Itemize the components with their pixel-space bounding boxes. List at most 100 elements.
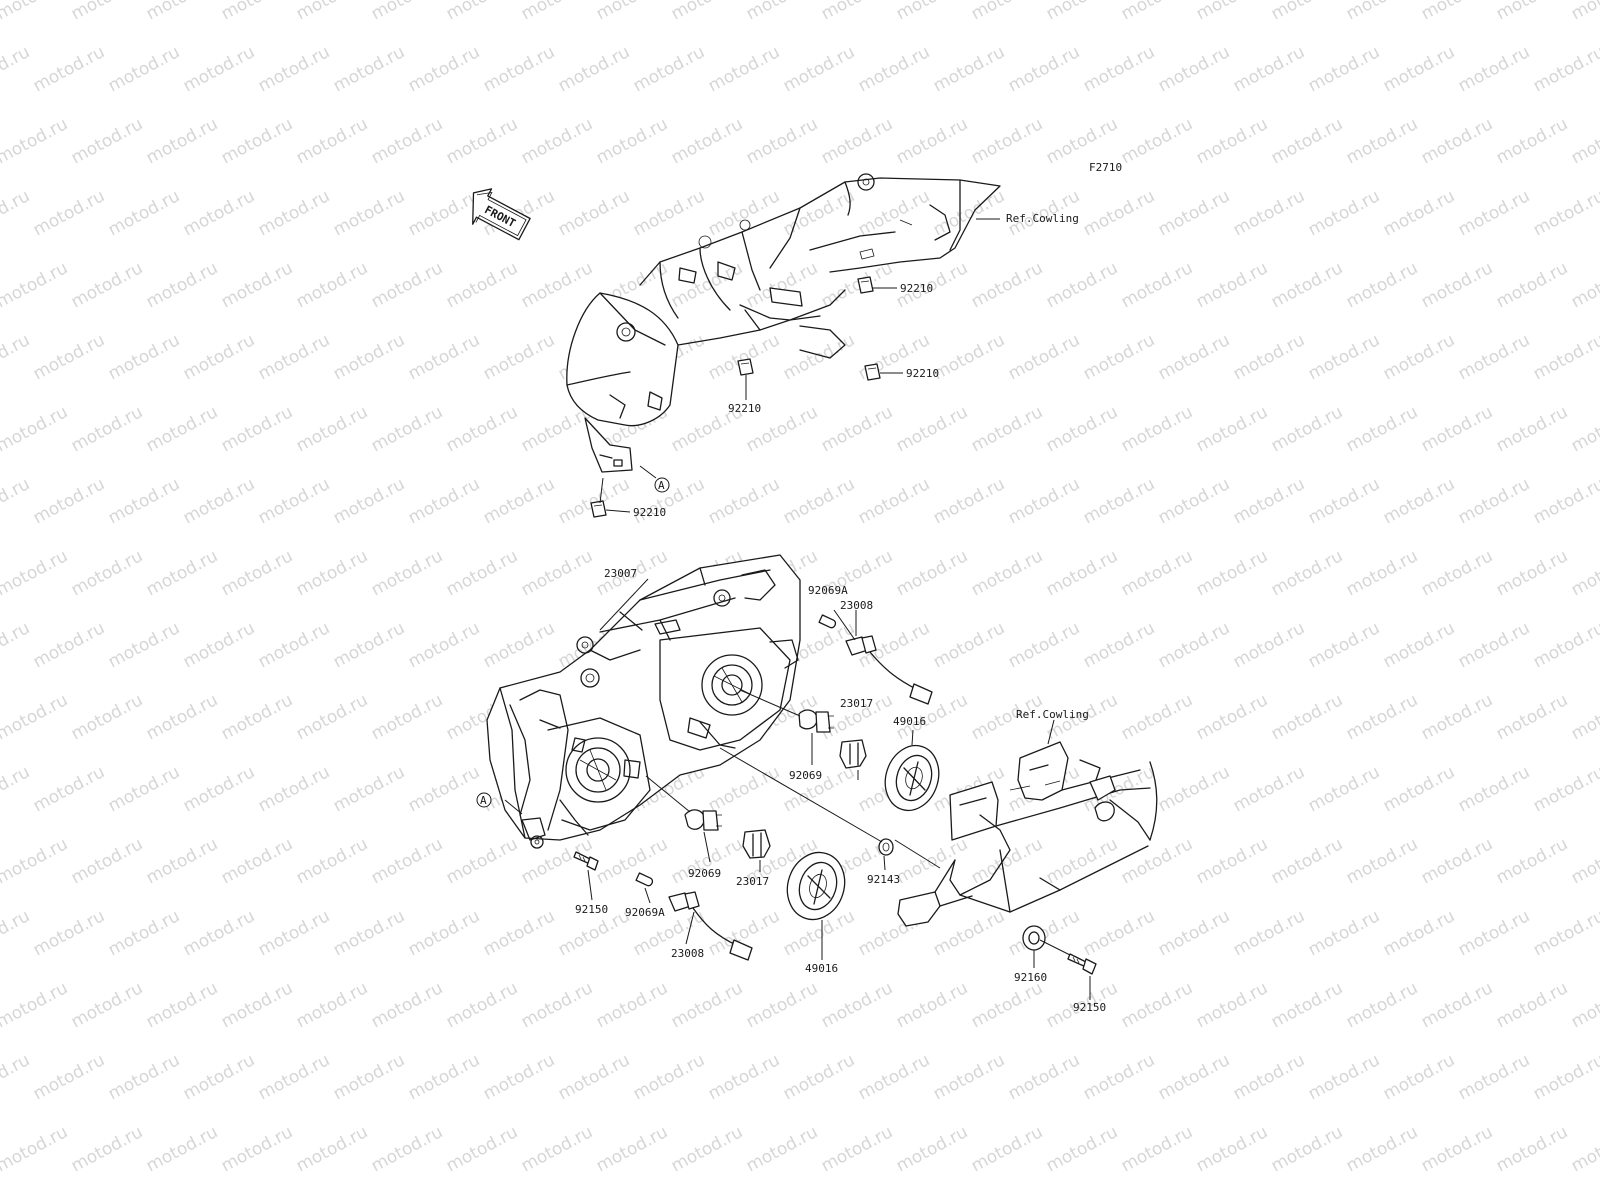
watermark-text: motod.ru	[593, 978, 671, 1032]
watermark-text: motod.ru	[780, 330, 858, 384]
watermark-text: motod.ru	[180, 42, 258, 96]
watermark-text: motod.ru	[1268, 978, 1346, 1032]
watermark-text: motod.ru	[1530, 906, 1600, 960]
watermark-text: motod.ru	[593, 0, 671, 24]
watermark-text: motod.ru	[30, 474, 108, 528]
watermark-text: motod.ru	[668, 1122, 746, 1176]
watermark-text: motod.ru	[405, 618, 483, 672]
watermark-text: motod.ru	[143, 114, 221, 168]
watermark-text: motod.ru	[1118, 1122, 1196, 1176]
watermark-text: motod.ru	[443, 834, 521, 888]
watermark-text: motod.ru	[780, 42, 858, 96]
watermark-text: motod.ru	[518, 546, 596, 600]
watermark-text: motod.ru	[705, 1050, 783, 1104]
watermark-text: motod.ru	[1230, 1050, 1308, 1104]
label-92069-top: 92069	[789, 769, 822, 782]
screw-92150-left-icon	[573, 851, 599, 871]
clip-nut-92210-b-icon	[864, 363, 881, 381]
watermark-text: motod.ru	[1005, 474, 1083, 528]
watermark-text: motod.ru	[1305, 618, 1383, 672]
watermark-text: motod.ru	[1155, 42, 1233, 96]
label-23017-bottom: 23017	[736, 875, 769, 888]
watermark-text: motod.ru	[1568, 834, 1600, 888]
watermark-text: motod.ru	[143, 1122, 221, 1176]
watermark-text: motod.ru	[593, 1122, 671, 1176]
watermark-text: motod.ru	[68, 114, 146, 168]
watermark-text: motod.ru	[893, 1122, 971, 1176]
watermark-text: motod.ru	[1455, 1050, 1533, 1104]
watermark-text: motod.ru	[180, 474, 258, 528]
watermark-text: motod.ru	[555, 186, 633, 240]
watermark-text: motod.ru	[143, 690, 221, 744]
watermark-text: motod.ru	[368, 0, 446, 24]
bulb-socket-23017-bottom-icon	[742, 829, 771, 859]
label-92210-d: 92210	[633, 506, 666, 519]
label-92069a-top: 92069A	[808, 584, 848, 597]
figure-code: F2710	[1089, 161, 1122, 174]
upper-cowling-stay	[566, 173, 1001, 473]
watermark-text: motod.ru	[255, 330, 333, 384]
watermark-text: motod.ru	[593, 834, 671, 888]
watermark-text: motod.ru	[330, 42, 408, 96]
watermark-text: motod.ru	[1230, 474, 1308, 528]
watermark-text: motod.ru	[1343, 834, 1421, 888]
watermark-text: motod.ru	[218, 258, 296, 312]
watermark-text: motod.ru	[1155, 618, 1233, 672]
watermark-text: motod.ru	[1493, 0, 1571, 24]
watermark-text: motod.ru	[1493, 1122, 1571, 1176]
watermark-text: motod.ru	[1080, 474, 1158, 528]
watermark-text: motod.ru	[1305, 1050, 1383, 1104]
watermark-text: motod.ru	[1268, 1122, 1346, 1176]
watermark-text: motod.ru	[1043, 402, 1121, 456]
dust-cover-49016-top-icon	[884, 744, 940, 812]
watermark-text: motod.ru	[255, 1050, 333, 1104]
watermark-text: motod.ru	[743, 1122, 821, 1176]
watermark-text: motod.ru	[443, 1122, 521, 1176]
watermark-text: motod.ru	[480, 618, 558, 672]
watermark-text: motod.ru	[1043, 258, 1121, 312]
watermark-text: motod.ru	[1343, 0, 1421, 24]
watermark-text: motod.ru	[1418, 0, 1496, 24]
watermark-text: motod.ru	[555, 1050, 633, 1104]
watermark-text: motod.ru	[480, 330, 558, 384]
watermark-text: motod.ru	[1530, 1050, 1600, 1104]
label-92069-bottom: 92069	[688, 867, 721, 880]
watermark-text: motod.ru	[1455, 474, 1533, 528]
watermark-text: motod.ru	[1418, 402, 1496, 456]
watermark-text: motod.ru	[818, 978, 896, 1032]
watermark-text: motod.ru	[0, 42, 33, 96]
label-92160: 92160	[1014, 971, 1047, 984]
watermark-text: motod.ru	[818, 114, 896, 168]
watermark-text: motod.ru	[1455, 330, 1533, 384]
watermark-text: motod.ru	[0, 186, 33, 240]
watermark-text: motod.ru	[293, 258, 371, 312]
watermark-text: motod.ru	[1455, 762, 1533, 816]
watermark-text: motod.ru	[0, 546, 71, 600]
watermark-text: motod.ru	[1305, 42, 1383, 96]
watermark-text: motod.ru	[293, 1122, 371, 1176]
watermark-text: motod.ru	[705, 186, 783, 240]
watermark-text: motod.ru	[105, 186, 183, 240]
watermark-text: motod.ru	[105, 330, 183, 384]
watermark-text: motod.ru	[1193, 834, 1271, 888]
watermark-text: motod.ru	[1343, 402, 1421, 456]
watermark-text: motod.ru	[555, 474, 633, 528]
watermark-text: motod.ru	[1530, 186, 1600, 240]
watermark-text: motod.ru	[1118, 546, 1196, 600]
watermark-text: motod.ru	[0, 330, 33, 384]
watermark-text: motod.ru	[1380, 618, 1458, 672]
watermark-text: motod.ru	[330, 762, 408, 816]
watermark-text: motod.ru	[1230, 330, 1308, 384]
watermark-text: motod.ru	[0, 402, 71, 456]
watermark-text: motod.ru	[1493, 690, 1571, 744]
label-92150-left: 92150	[575, 903, 608, 916]
watermark-text: motod.ru	[930, 474, 1008, 528]
watermark-text: motod.ru	[930, 330, 1008, 384]
watermark-text: motod.ru	[405, 186, 483, 240]
headlamp-stay-bracket	[897, 741, 1158, 927]
watermark-text: motod.ru	[1568, 690, 1600, 744]
watermark-text: motod.ru	[68, 258, 146, 312]
watermark-text: motod.ru	[330, 618, 408, 672]
watermark-text: motod.ru	[1155, 474, 1233, 528]
watermark-text: motod.ru	[368, 1122, 446, 1176]
